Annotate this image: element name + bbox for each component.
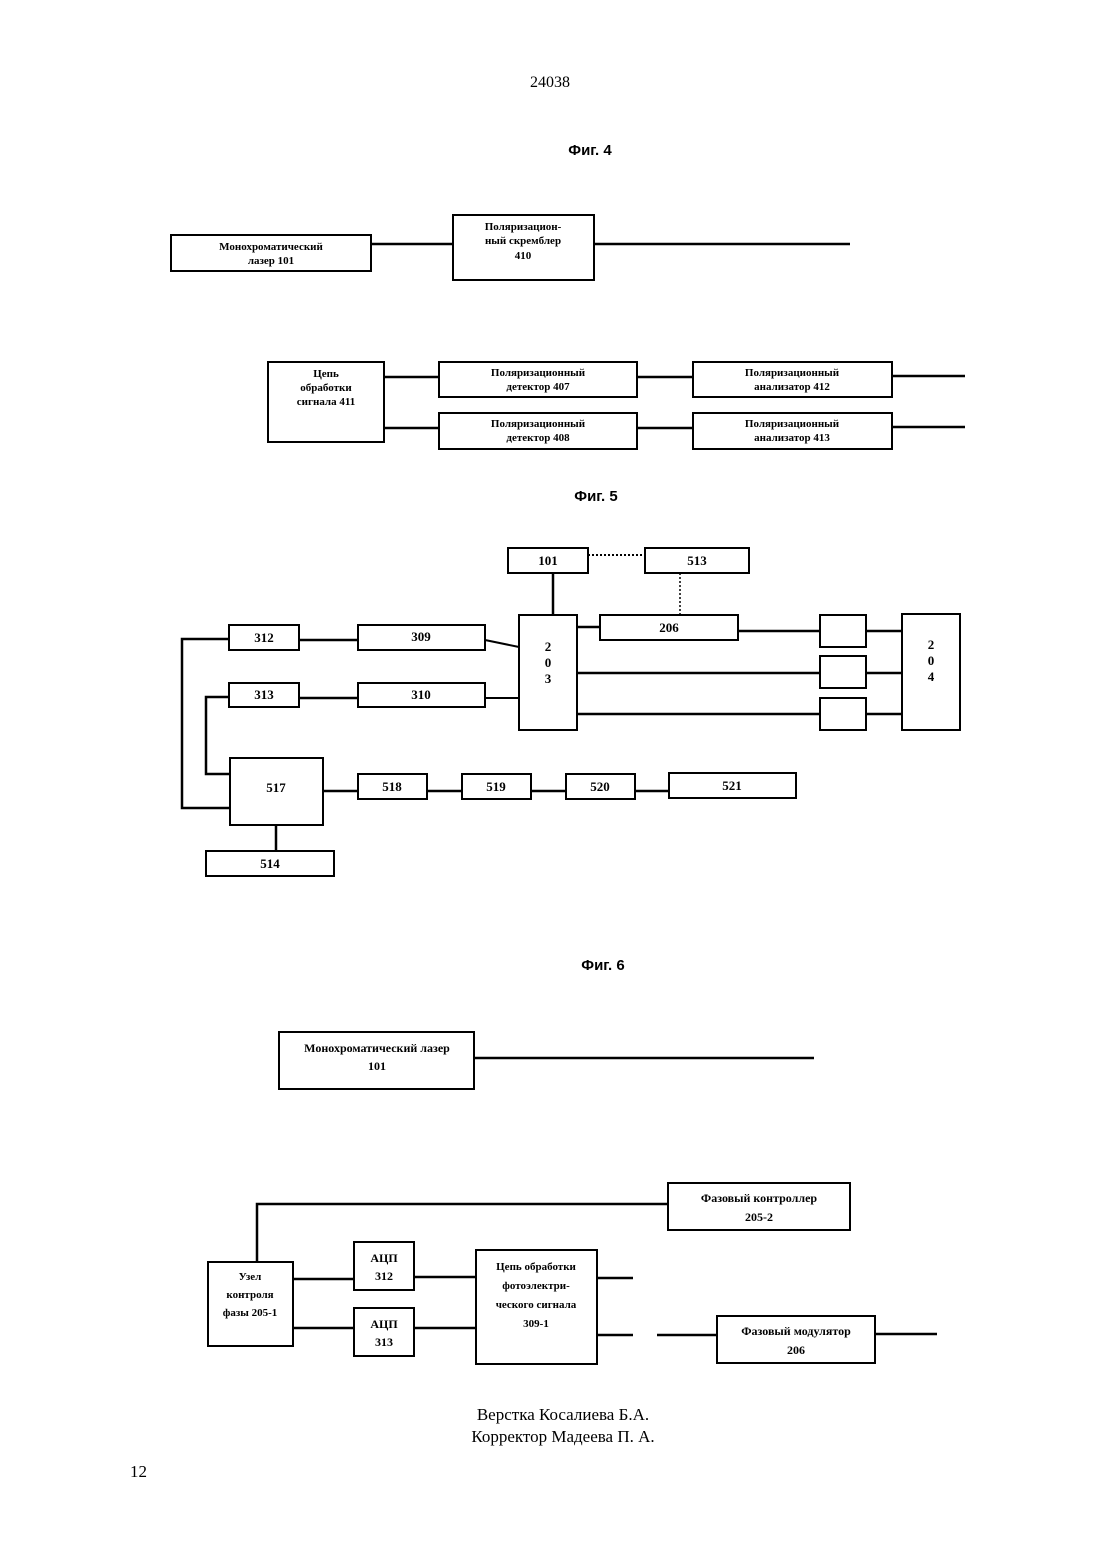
fig5-label-101: 101 [538, 553, 558, 568]
fig5-label-517: 517 [266, 780, 286, 795]
fig6-laser-label-1: Монохроматический лазер [304, 1041, 450, 1055]
fig4-laser-label-1: Монохроматический [219, 241, 323, 253]
fig6-phase-modulator-label-1: Фазовый модулятор [741, 1324, 851, 1338]
fig4-analyzer-412-label-1: Поляризационный [745, 367, 840, 379]
page-number: 12 [130, 1462, 147, 1482]
fig4-scrambler-label-3: 410 [515, 250, 532, 262]
fig6-phase-node-label-2: контроля [226, 1289, 273, 1301]
fig5-label-519: 519 [486, 779, 506, 794]
fig6-phase-node-label-1: Узел [239, 1271, 262, 1283]
fig5-label-514: 514 [260, 856, 280, 871]
fig5-label-204-2: 0 [928, 653, 935, 668]
fig4-detector-407-label-1: Поляризационный [491, 367, 586, 379]
fig4-scrambler-label-1: Поляризацион- [485, 221, 562, 233]
fig6-adc-313-label-1: АЦП [370, 1317, 398, 1331]
fig6-adc-313-label-2: 313 [375, 1335, 393, 1349]
fig5-label-521: 521 [722, 778, 742, 793]
fig5-label-203-2: 0 [545, 655, 552, 670]
fig4-signal-circuit-label-1: Цепь [313, 368, 339, 380]
footer-corrector-credit: Корректор Мадеева П. А. [0, 1426, 1100, 1448]
footer-layout-credit: Верстка Косалиева Б.А. [0, 1404, 1100, 1426]
fig6-photo-circuit-label-2: фотоэлектри- [502, 1280, 570, 1292]
fig5-label-204-1: 2 [928, 637, 935, 652]
fig5-small-box-1 [820, 615, 866, 647]
fig4-signal-circuit-label-2: обработки [300, 382, 352, 394]
fig6-phase-node-label-3: фазы 205-1 [223, 1307, 278, 1319]
fig6-photo-circuit-label-3: ческого сигнала [496, 1299, 577, 1311]
fig4-detector-407-label-2: детектор 407 [506, 381, 570, 393]
fig6-phase-controller-label-2: 205-2 [745, 1210, 773, 1224]
fig5-label-520: 520 [590, 779, 610, 794]
fig4-analyzer-413-label-2: анализатор 413 [754, 432, 830, 444]
fig6-laser-label-2: 101 [368, 1059, 386, 1073]
fig5-label-203-1: 2 [545, 639, 552, 654]
fig6-photo-circuit-label-4: 309-1 [523, 1318, 549, 1330]
fig5-label-310: 310 [411, 687, 431, 702]
fig6-adc-312-label-2: 312 [375, 1269, 393, 1283]
fig6-phase-modulator-label-2: 206 [787, 1343, 805, 1357]
fig5-label-313: 313 [254, 687, 274, 702]
fig4-scrambler-label-2: ный скремблер [485, 235, 561, 247]
fig4-detector-408-label-1: Поляризационный [491, 418, 586, 430]
fig4-detector-408-label-2: детектор 408 [506, 432, 570, 444]
fig6-photo-circuit-label-1: Цепь обработки [496, 1261, 576, 1273]
fig5-label-518: 518 [382, 779, 402, 794]
fig5-label-312: 312 [254, 630, 274, 645]
fig4-analyzer-412-label-2: анализатор 412 [754, 381, 830, 393]
fig5-label-203-3: 3 [545, 671, 552, 686]
fig4-analyzer-413-label-1: Поляризационный [745, 418, 840, 430]
fig4-laser-label-2: лазер 101 [248, 255, 294, 267]
fig4-signal-circuit-label-3: сигнала 411 [297, 396, 355, 408]
fig5-label-309: 309 [411, 629, 431, 644]
fig5-label-513: 513 [687, 553, 707, 568]
fig5-small-box-2 [820, 656, 866, 688]
fig5-small-box-3 [820, 698, 866, 730]
fig6-adc-312-label-1: АЦП [370, 1251, 398, 1265]
fig5-label-206: 206 [659, 620, 679, 635]
fig5-label-204-3: 4 [928, 669, 935, 684]
fig6-phase-controller-label-1: Фазовый контроллер [701, 1191, 818, 1205]
